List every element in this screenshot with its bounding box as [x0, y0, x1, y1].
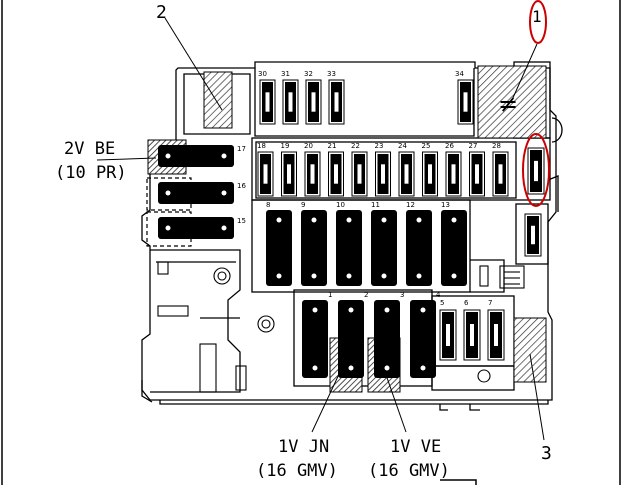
fuse-label-33: 33: [327, 70, 336, 78]
label-jn-line1: 1V JN: [278, 437, 329, 457]
fuse-label-25: 25: [422, 142, 431, 150]
relay-lower-label-4: 4: [436, 291, 441, 299]
left-relay-plugs: [158, 145, 234, 239]
fuse-28: [492, 151, 509, 197]
relay-label-9: 9: [301, 201, 305, 209]
fuse-22: [351, 151, 368, 197]
fuse-highlighted-right: [524, 147, 545, 257]
relay-label-11: 11: [371, 201, 380, 209]
relay-left-16: [158, 182, 234, 204]
relay-label-12: 12: [406, 201, 415, 209]
fuse-row-top: [259, 79, 345, 125]
label-be-line2: (10 PR): [55, 163, 127, 183]
fuse-25: [422, 151, 438, 197]
label-ve-line2: (16 GMV): [368, 461, 450, 481]
relay-lower-label-3: 3: [400, 291, 404, 299]
relay-13: [441, 210, 467, 286]
label-jn-line2: (16 GMV): [256, 461, 338, 481]
fuse-label-20: 20: [304, 142, 313, 150]
fuse-right-upper: [527, 147, 545, 195]
fuse-label-22: 22: [351, 142, 360, 150]
fuse-row-lower-right: [439, 309, 505, 361]
relay-lower-1: [302, 300, 328, 378]
relay-row: [266, 210, 467, 286]
fuse-27: [469, 151, 485, 197]
highlight-fuse-right: [522, 133, 550, 207]
relay-11: [371, 210, 397, 286]
fuse-label-26: 26: [445, 142, 454, 150]
fuse-label-23: 23: [375, 142, 384, 150]
relay-12: [406, 210, 432, 286]
relay-lower-label-2: 2: [364, 291, 368, 299]
fuse-24: [398, 151, 415, 197]
bottom-frame-fragment: [440, 479, 477, 485]
fuse-label-6: 6: [464, 299, 469, 307]
fuse-33: [328, 79, 345, 125]
fuse-31: [282, 79, 299, 125]
relay-label-8: 8: [266, 201, 270, 209]
housing-details: [157, 261, 525, 393]
fuse-label-24: 24: [398, 142, 407, 150]
fuse-23: [375, 151, 391, 197]
hatched-connector-2: [203, 71, 233, 129]
relay-left-15: [158, 217, 234, 239]
fuse-5: [439, 309, 457, 361]
callout-3: 3: [541, 443, 552, 464]
relay-lower-2: [338, 300, 364, 378]
fuse-label-18: 18: [257, 142, 266, 150]
fuse-7: [487, 309, 505, 361]
fuse-label-28: 28: [492, 142, 501, 150]
callout-1: 1: [532, 7, 542, 26]
fuse-label-5: 5: [440, 299, 444, 307]
relay-left-label-15: 15: [237, 217, 246, 225]
fuse-30: [259, 79, 276, 125]
fuse-19: [281, 151, 297, 197]
fuse-label-30: 30: [258, 70, 267, 78]
fuse-label-19: 19: [281, 142, 290, 150]
fuse-6: [463, 309, 481, 361]
relay-lower-4: [410, 300, 436, 378]
fuse-20: [304, 151, 321, 197]
relay-left-label-17: 17: [237, 145, 246, 153]
relay-8: [266, 210, 292, 286]
relay-left-label-16: 16: [237, 182, 246, 190]
relay-row-lower: [302, 300, 436, 378]
fuse-32: [305, 79, 322, 125]
highlight-callout-1: [529, 0, 547, 44]
relay-label-13: 13: [441, 201, 450, 209]
fuse-box-housing: [141, 61, 563, 411]
label-ve-line1: 1V VE: [390, 437, 441, 457]
fuse-21: [328, 151, 344, 197]
relay-label-10: 10: [336, 201, 345, 209]
callout-2: 2: [156, 2, 167, 23]
fuse-label-34: 34: [455, 70, 464, 78]
leader-lines: [96, 17, 545, 441]
relay-lower-label-1: 1: [328, 291, 332, 299]
fuse-label-32: 32: [304, 70, 313, 78]
hatched-component-1: ≠: [477, 65, 547, 139]
fuse-34: [457, 79, 474, 125]
fuse-34: [457, 79, 474, 125]
fuse-label-7: 7: [488, 299, 492, 307]
fuse-label-21: 21: [328, 142, 337, 150]
hatched-connector-3: [513, 317, 547, 383]
relay-9: [301, 210, 327, 286]
label-be-line1: 2V BE: [64, 139, 115, 159]
fuse-label-27: 27: [469, 142, 478, 150]
relay-lower-3: [374, 300, 400, 378]
fuse-right-lower: [524, 213, 542, 257]
relay-left-17: [158, 145, 234, 167]
fuse-label-31: 31: [281, 70, 290, 78]
fuse-18: [257, 151, 274, 197]
dashed-slot-15: [146, 211, 192, 247]
relay-10: [336, 210, 362, 286]
fuse-26: [445, 151, 462, 197]
fuse-row-middle: [257, 151, 509, 197]
